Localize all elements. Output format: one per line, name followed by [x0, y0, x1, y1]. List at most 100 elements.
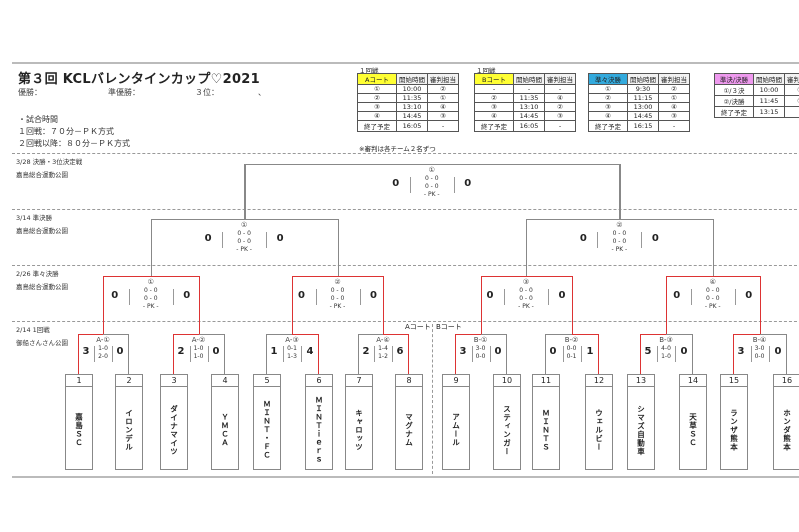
score-right: 0: [774, 346, 782, 357]
schedule-cell: 16:05: [513, 120, 545, 132]
score-separator: [597, 232, 599, 248]
bracket-top: [292, 276, 338, 278]
schedule-cell: ③: [357, 102, 397, 112]
match-label: B-③: [659, 336, 673, 344]
team-box[interactable]: 7 キャロッツ: [345, 374, 373, 470]
score-left: 0: [204, 233, 212, 244]
half1-score: 1-0: [98, 345, 108, 352]
team-name: ＹＭＣＡ: [220, 413, 230, 447]
r1-bracket-top: [383, 334, 408, 336]
team-name: アムール: [451, 413, 461, 447]
score-separator: [690, 289, 692, 305]
schedule-cell: ①: [588, 84, 628, 94]
match-label: ③: [522, 278, 530, 286]
team-name: ウェルビー: [594, 408, 604, 452]
pk-label: - PK -: [704, 303, 721, 310]
team-number: 8: [396, 375, 422, 387]
bracket-left: [480, 276, 482, 334]
bracket-left: [244, 164, 246, 219]
r1-bracket-right: [318, 334, 320, 374]
match-label: A-②: [191, 336, 206, 344]
referee-note: ※審判は各チーム２名ずつ: [359, 145, 436, 153]
team-box[interactable]: 9 アムール: [442, 374, 470, 470]
match-label: A-④: [376, 336, 390, 344]
match-label: ②: [334, 278, 341, 286]
match-label: ①: [240, 221, 248, 229]
half1-score: 3-0: [754, 345, 765, 352]
team-number: 9: [443, 375, 469, 387]
team-box[interactable]: 12 ウェルビー: [585, 374, 613, 470]
score-separator: [504, 289, 505, 305]
team-name: イロンデル: [124, 408, 134, 452]
team-number: 7: [346, 375, 372, 387]
pk-label: - PK -: [236, 246, 252, 253]
team-number: 6: [306, 375, 332, 387]
score-left: 0: [579, 233, 587, 244]
match-label: ①: [428, 166, 435, 174]
bracket-top: [103, 276, 151, 278]
round-date-final: 3/28 決勝・3位決定戦: [16, 158, 83, 166]
bracket-top: [431, 164, 620, 166]
score-left: 1: [270, 346, 278, 357]
schedule-header: 審判担当: [544, 73, 576, 85]
schedule-header: 開始時間: [513, 73, 545, 85]
bracket-top: [666, 276, 713, 278]
a-court-caption: １回戦: [359, 67, 379, 75]
score-separator: [128, 289, 130, 305]
team-number: 3: [161, 375, 187, 387]
team-name: キャロッツ: [354, 408, 364, 452]
team-number: 13: [628, 375, 654, 387]
schedule-row: ---: [474, 84, 576, 94]
r1-bracket-top: [358, 334, 383, 336]
half2-score: 0-0: [475, 353, 486, 360]
r1-bracket-right: [506, 334, 508, 374]
team-number: 10: [494, 375, 520, 387]
schedule-cell: ②: [474, 93, 514, 103]
third-place-value: 、: [258, 88, 266, 97]
schedule-cell: 14:45: [627, 111, 659, 121]
schedule-cell: 終了予定: [714, 106, 754, 118]
team-box[interactable]: 2 イロンデル: [115, 374, 143, 470]
schedule-header: 開始時間: [753, 73, 785, 85]
team-number: 2: [116, 375, 142, 387]
round-date-quarterfinal: 2/26 準々決勝: [16, 270, 59, 278]
bracket-left: [103, 276, 105, 334]
team-name: 天草ＳＣ: [688, 413, 698, 447]
schedule-header: 開始時間: [627, 73, 659, 85]
score-left: 5: [644, 346, 652, 357]
bracket-right: [383, 276, 385, 334]
r1-bracket-top: [266, 334, 292, 336]
round-venue-quarterfinal: 嘉島総合運動公園: [16, 283, 68, 291]
schedule-cell: ②/決勝: [714, 95, 754, 107]
team-number: 12: [586, 375, 612, 387]
pk-label: - PK -: [611, 246, 628, 253]
score-separator: [641, 232, 643, 248]
schedule-cell: 16:05: [396, 120, 428, 132]
score-right: 0: [745, 290, 753, 301]
match-label: ①: [147, 278, 154, 286]
r1-bracket-left: [545, 334, 547, 374]
bracket-top: [480, 276, 526, 278]
half1-score: 0 - 0: [612, 230, 627, 237]
schedule-cell: ①: [784, 95, 799, 107]
match-label: ④: [709, 278, 716, 286]
